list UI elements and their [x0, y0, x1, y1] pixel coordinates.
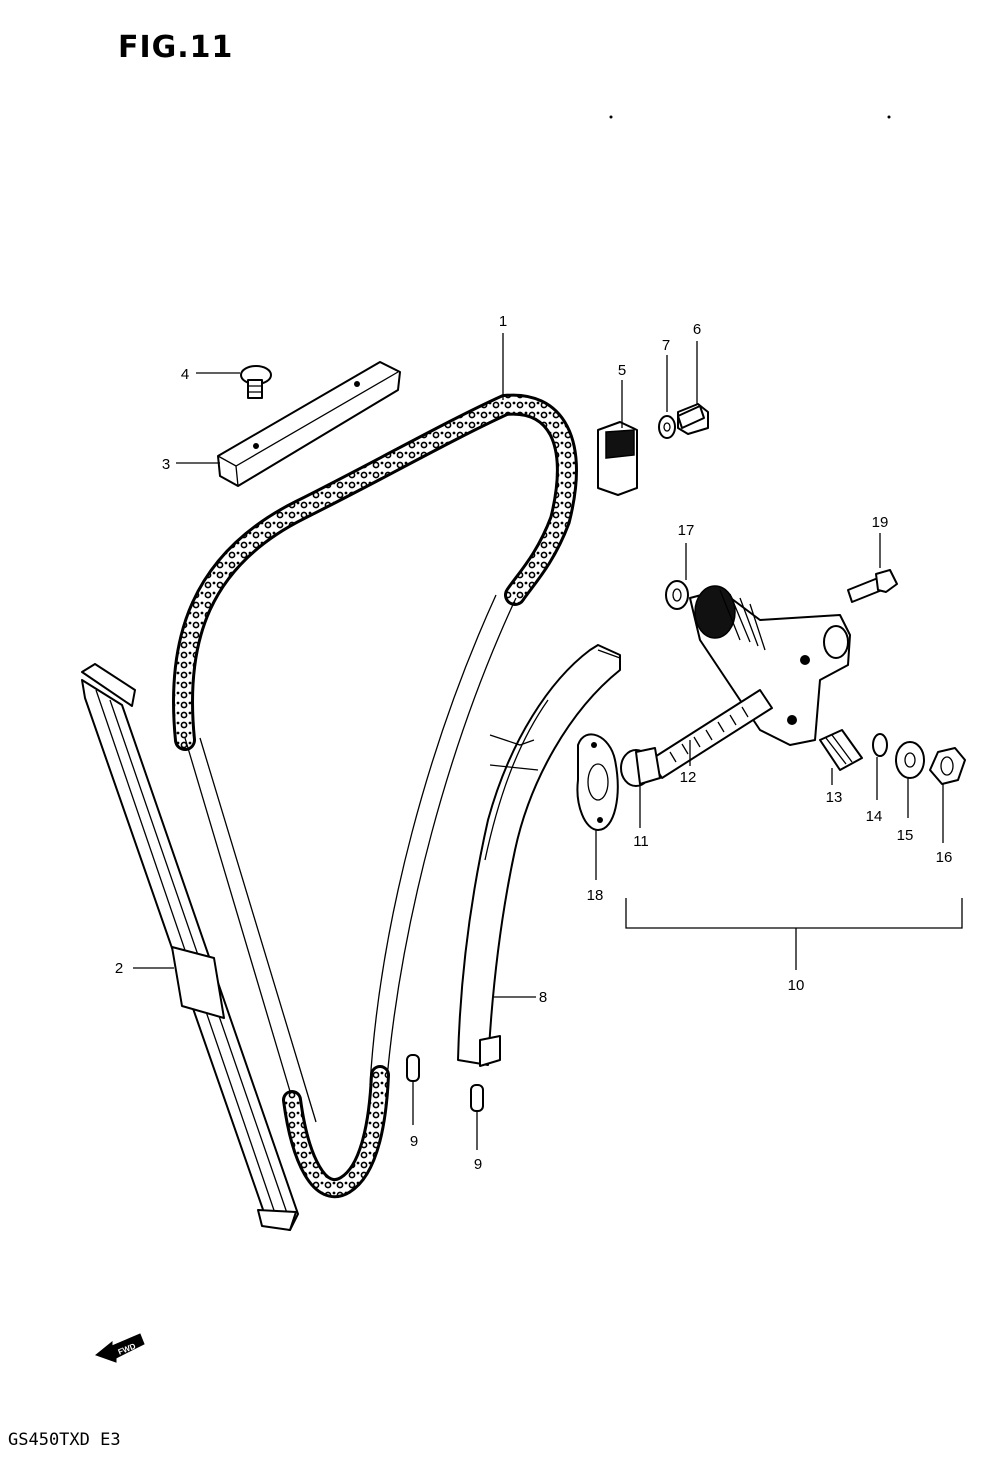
callout-4: 4: [181, 366, 189, 383]
dowel-part-9-right: [470, 1084, 484, 1112]
washer-part-17: [665, 580, 689, 610]
callout-16: 16: [936, 849, 953, 866]
callout-8: 8: [539, 989, 547, 1006]
cam-chain-guide-no3: [217, 361, 401, 487]
callout-2: 2: [115, 960, 123, 977]
callout-9-left: 9: [410, 1133, 418, 1150]
front-direction-arrow-icon: FWD: [94, 1333, 145, 1363]
dowel-part-9-left: [406, 1054, 420, 1082]
callout-11: 11: [633, 833, 649, 850]
callout-5: 5: [618, 362, 626, 379]
callout-19: 19: [872, 514, 889, 531]
callout-14: 14: [866, 808, 883, 825]
callout-12: 12: [680, 769, 697, 786]
callout-9-right: 9: [474, 1156, 482, 1173]
callout-18: 18: [587, 887, 604, 904]
circlip-part-14: [872, 733, 888, 757]
model-code: GS450TXD E3: [8, 1430, 121, 1450]
nut-part-16: [929, 747, 966, 785]
screw-part-4: [240, 365, 272, 399]
callout-3: 3: [162, 456, 170, 473]
callout-17: 17: [678, 522, 695, 539]
chain-tensioner-assembly: [689, 585, 851, 746]
callout-13: 13: [826, 789, 843, 806]
callout-7: 7: [662, 337, 670, 354]
spring-part-13: [819, 729, 863, 771]
push-rod-part-12: [649, 689, 773, 779]
chain-tensioner-guide-part-8: [457, 644, 621, 1067]
cam-chain-guide-no2: [81, 663, 299, 1231]
washer-part-7: [658, 415, 676, 439]
figure-title: FIG.11: [118, 30, 234, 65]
callout-15: 15: [897, 827, 914, 844]
washer-part-15: [895, 741, 925, 779]
damper-part-5: [597, 421, 638, 496]
bolt-part-19: [847, 569, 898, 603]
plunger-part-11: [620, 747, 661, 787]
gasket-part-18: [576, 733, 619, 831]
cam-chain: [172, 393, 578, 1199]
bolt-part-6: [677, 403, 709, 435]
callout-10: 10: [788, 977, 805, 994]
callout-1: 1: [499, 313, 507, 330]
callout-6: 6: [693, 321, 701, 338]
